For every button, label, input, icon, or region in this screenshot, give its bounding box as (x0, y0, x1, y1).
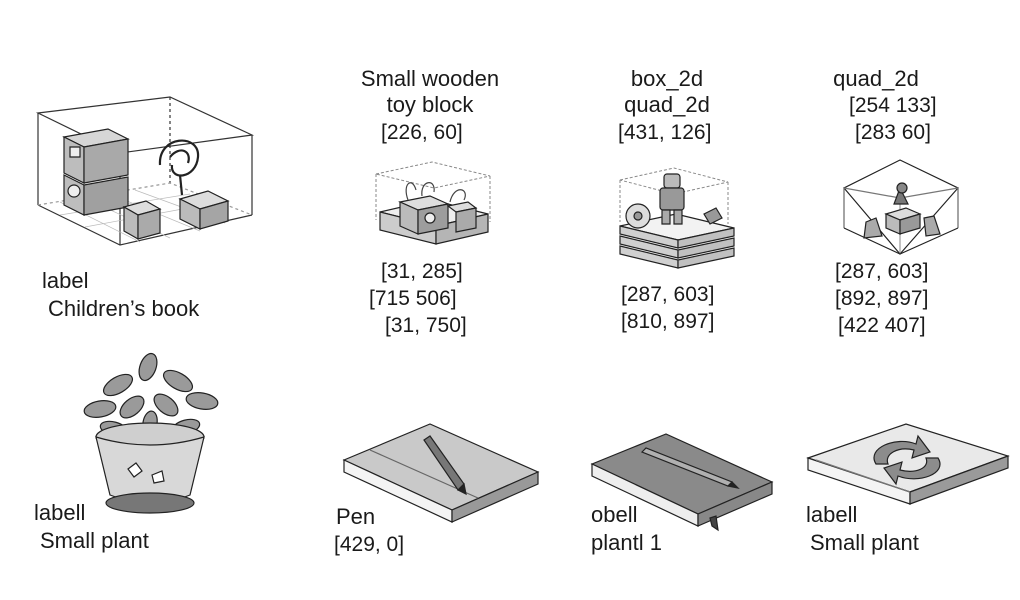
toy-block-illustration (372, 160, 494, 255)
glass-box-coord-top-1: [254 133] (849, 94, 937, 117)
toy-room-label: label (42, 268, 89, 293)
pen-coord: [429, 0] (334, 533, 405, 556)
robot-title-line2: quad_2d (624, 92, 710, 117)
arrow-book-label: labell (806, 502, 858, 527)
toy-block-coord-2: [715 506] (369, 287, 457, 310)
plant-caption: Small plant (40, 528, 149, 553)
toy-room-caption: Children’s book (48, 296, 200, 321)
toy-block-coord-top: [226, 60] (381, 121, 463, 144)
notebook-label: obell (591, 502, 638, 527)
glass-box-coord-top-2: [283 60] (855, 121, 931, 144)
book-with-pen-illustration (340, 420, 540, 525)
glass-box-coord-3: [422 407] (838, 314, 926, 337)
robot-coord-2: [810, 897] (621, 310, 715, 333)
toy-block-title-line2: toy block (386, 92, 474, 117)
pen-label: Pen (336, 504, 376, 529)
notebook-caption: plantl 1 (591, 530, 662, 555)
toy-block-coord-1: [31, 285] (381, 260, 463, 283)
robot-title-line1: box_2d (630, 66, 704, 91)
robot-coord-1: [287, 603] (621, 283, 715, 306)
robot-illustration (616, 164, 738, 279)
glass-box-coord-2: [892, 897] (835, 287, 929, 310)
glass-box-title: quad_2d (833, 66, 919, 91)
robot-coord-top: [431, 126] (618, 121, 712, 144)
toy-room-illustration (30, 95, 260, 255)
arrow-book-caption: Small plant (810, 530, 919, 555)
notebook-with-pen-illustration (590, 430, 775, 532)
glass-box-coord-1: [287, 603] (835, 260, 929, 283)
toy-block-coord-3: [31, 750] (385, 314, 467, 337)
arrow-book-illustration (806, 418, 1010, 506)
potted-plant-illustration (78, 345, 223, 523)
toy-block-title-line1: Small wooden (360, 66, 500, 91)
plant-label: labell (34, 500, 86, 525)
glass-box-illustration (842, 158, 962, 258)
